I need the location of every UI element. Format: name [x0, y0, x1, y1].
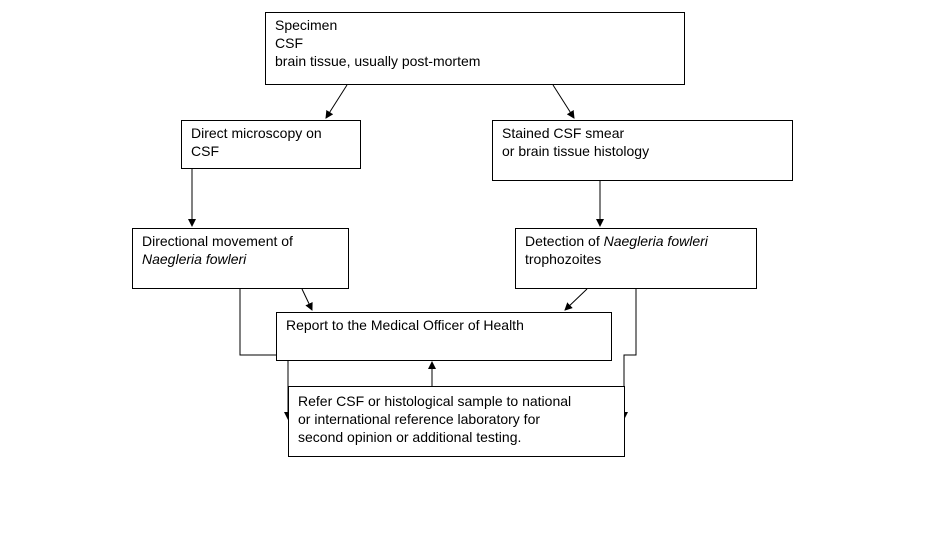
refer-line-2: or international reference laboratory fo… — [298, 411, 541, 427]
detection-prefix: Detection of — [525, 233, 604, 249]
detection-organism: Naegleria fowleri — [603, 233, 708, 249]
detection-line-2: trophozoites — [525, 251, 602, 267]
directional-movement-box: Directional movement of Naegleria fowler… — [132, 228, 349, 289]
specimen-line-1: Specimen — [275, 17, 338, 33]
direct-microscopy-line-2: CSF — [191, 143, 219, 159]
stained-smear-line-2: or brain tissue histology — [502, 143, 650, 159]
arrow-detection-to-report — [564, 288, 588, 311]
refer-box: Refer CSF or histological sample to nati… — [288, 386, 625, 457]
direct-microscopy-box: Direct microscopy on CSF — [181, 120, 361, 169]
refer-line-1: Refer CSF or histological sample to nati… — [298, 393, 572, 409]
direct-microscopy-line-1: Direct microscopy on — [191, 125, 322, 141]
directional-movement-organism: Naegleria fowleri — [142, 251, 247, 267]
arrow-specimen-to-direct-microscopy — [325, 84, 348, 119]
specimen-line-2: CSF — [275, 35, 303, 51]
arrow-detection-to-refer — [620, 289, 637, 420]
refer-line-3: second opinion or additional testing. — [298, 429, 522, 445]
specimen-line-3: brain tissue, usually post-mortem — [275, 53, 481, 69]
directional-movement-line-1: Directional movement of — [142, 233, 293, 249]
arrow-specimen-to-stained-smear — [552, 84, 575, 119]
stained-smear-line-1: Stained CSF smear — [502, 125, 625, 141]
specimen-box: Specimen CSF brain tissue, usually post-… — [265, 12, 685, 85]
report-line-1: Report to the Medical Officer of Health — [286, 317, 524, 333]
detection-box: Detection of Naegleria fowleri trophozoi… — [515, 228, 757, 289]
arrow-directional-movement-to-report — [301, 288, 313, 311]
stained-smear-box: Stained CSF smear or brain tissue histol… — [492, 120, 793, 181]
report-box: Report to the Medical Officer of Health — [276, 312, 612, 361]
